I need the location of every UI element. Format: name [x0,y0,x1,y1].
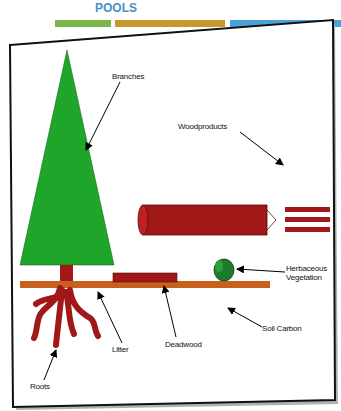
header-bar [55,20,111,27]
leader-arrow [240,132,283,165]
pool-label: Litter [112,345,152,354]
panel [10,20,335,407]
harvested-log [143,205,267,235]
tree-crown [20,50,114,265]
shrub-leaf [215,260,223,272]
roots [34,288,98,345]
pool-label: Deadwood [165,340,215,349]
plank [285,227,330,232]
leader-arrow [237,269,285,272]
leader-arrow [164,286,176,337]
deadwood-log [113,273,177,282]
leader-arrow [44,350,56,380]
shrub [214,259,234,281]
log-end [138,205,148,235]
pool-label: Branches [112,72,162,81]
flow-arrow [267,210,276,230]
header-bar [115,20,225,27]
leader-arrow [98,292,122,343]
slide-title: POOLS [95,1,137,15]
pool-label: Herbaceous Vegetation [286,264,334,282]
pool-label: Soil Carbon [262,324,322,333]
pool-label: Woodproducts [178,122,248,131]
pool-label: Roots [30,382,70,391]
leader-arrow [228,308,262,327]
leader-arrow [86,82,120,150]
plank [285,217,330,222]
plank [285,207,330,212]
